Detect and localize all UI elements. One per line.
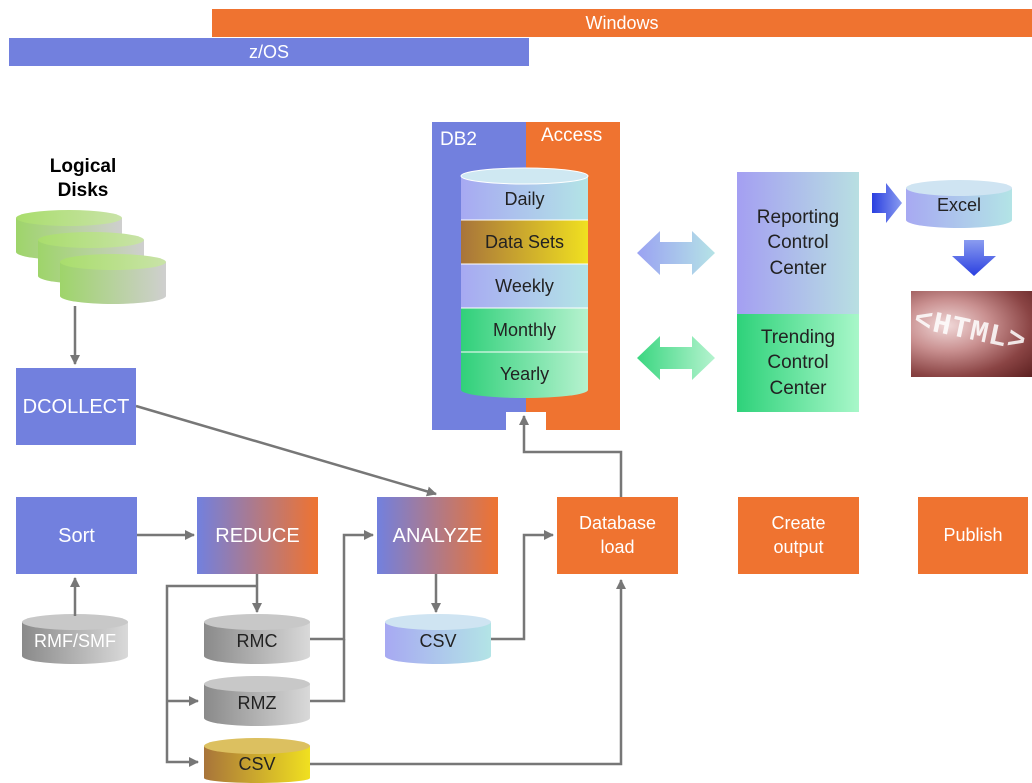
excel-label: Excel	[936, 194, 981, 215]
segment-monthly: Monthly	[492, 319, 557, 340]
database-load-box: Database load	[557, 497, 678, 574]
db2-label: DB2	[440, 129, 477, 150]
sort-label: Sort	[58, 524, 95, 547]
excel-cylinder	[906, 180, 1012, 228]
csv-analyze-cylinder	[385, 614, 491, 664]
csv-analyze-label: CSV	[419, 630, 457, 651]
rmf-smf-cylinder	[22, 614, 128, 664]
reporting-control-center-box	[737, 172, 859, 314]
to-excel-arrow	[872, 183, 902, 223]
csv-reduce-cylinder	[204, 738, 310, 783]
zos-banner: z/OS	[9, 38, 529, 66]
trending-control-center-box	[737, 314, 859, 412]
rmf-smf-label: RMF/SMF	[34, 630, 116, 651]
create-output-label: Create output	[771, 513, 826, 557]
rmz-label: RMZ	[237, 692, 277, 713]
publish-box: Publish	[918, 497, 1028, 574]
reduce-to-csv-arrow	[165, 584, 257, 767]
windows-label: Windows	[585, 12, 659, 33]
rmc-cylinder	[204, 614, 310, 664]
csv-reduce-to-dbload-arrow	[310, 579, 626, 766]
html-logo-text: <HTML>	[911, 303, 1030, 361]
zos-label: z/OS	[248, 41, 289, 62]
reduce-box: REDUCE	[197, 497, 318, 574]
database-load-label: Database load	[578, 513, 657, 557]
logical-disks-title: Logical Disks	[49, 156, 117, 201]
dcollect-label: DCOLLECT	[22, 395, 130, 418]
dcollect-to-analyze-arrow	[135, 404, 437, 497]
segment-daily: Daily	[504, 188, 545, 209]
database-cylinder	[460, 167, 589, 398]
access-label: Access	[541, 125, 603, 146]
csv-reduce-label: CSV	[238, 753, 276, 774]
publish-label: Publish	[943, 524, 1003, 545]
trending-double-arrow	[637, 336, 715, 380]
html-image: <HTML>	[911, 291, 1032, 377]
rmz-cylinder	[204, 676, 310, 726]
create-output-box: Create output	[738, 497, 859, 574]
reporting-double-arrow	[637, 231, 715, 275]
to-html-arrow	[952, 240, 996, 276]
reduce-label: REDUCE	[215, 524, 300, 547]
analyze-box: ANALYZE	[377, 497, 498, 574]
rmz-to-analyze-line	[310, 639, 346, 703]
trending-control-center: Trending Control Center	[760, 326, 836, 399]
segment-data-sets: Data Sets	[484, 231, 565, 252]
windows-banner: Windows	[212, 9, 1032, 37]
reporting-control-center: Reporting Control Center	[756, 206, 840, 279]
dcollect-box: DCOLLECT	[16, 368, 136, 445]
logical-disk-3	[60, 254, 166, 304]
csv-to-dbload-arrow	[491, 530, 554, 641]
dbload-to-db-arrow	[519, 415, 623, 497]
rmc-to-analyze-arrow	[310, 530, 374, 641]
analyze-label: ANALYZE	[392, 524, 483, 547]
segment-weekly: Weekly	[495, 275, 554, 296]
rmc-label: RMC	[236, 630, 278, 651]
sort-box: Sort	[16, 497, 137, 574]
segment-yearly: Yearly	[499, 363, 550, 384]
